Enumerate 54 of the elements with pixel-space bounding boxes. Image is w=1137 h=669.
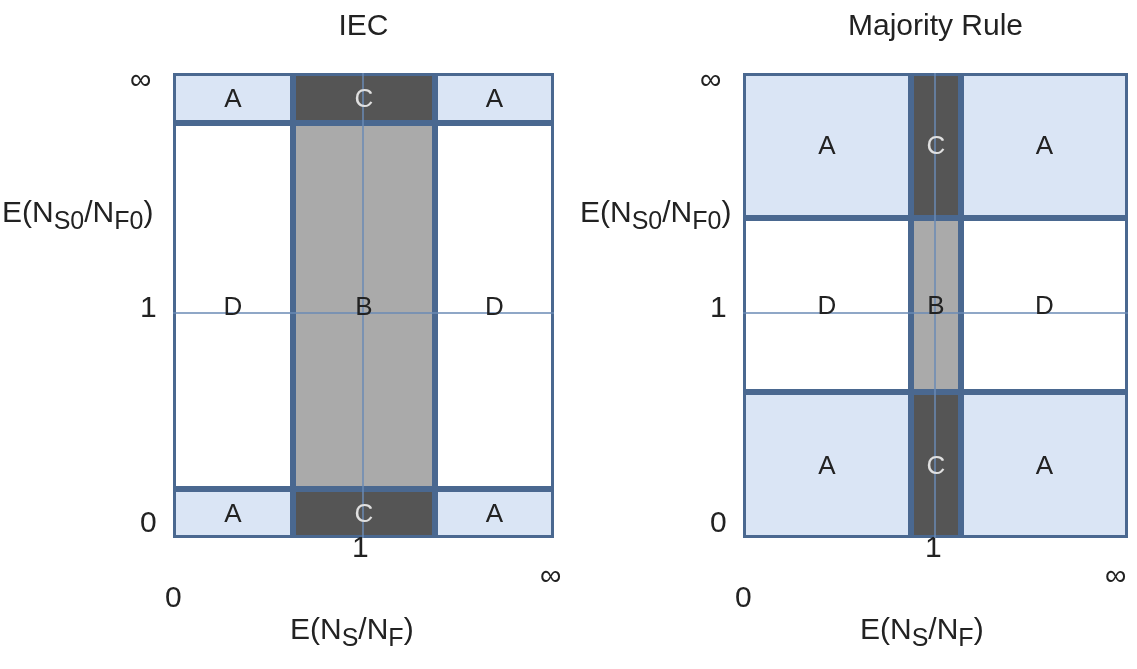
axis-title: E(N$_{S0}$/N$_{F0}$) [2, 195, 154, 235]
region-cell [293, 73, 435, 123]
axis-title: E(N$_{S}$/N$_{F}$) [290, 612, 414, 652]
region-cell [961, 218, 1128, 392]
region-letter: A [1035, 130, 1054, 161]
region-cell [435, 73, 554, 123]
region-cell [911, 218, 961, 392]
tick-label: 0 [735, 580, 752, 614]
region-cell [961, 73, 1128, 218]
region-cell [911, 392, 961, 538]
region-cell [961, 392, 1128, 538]
region-letter: B [927, 289, 945, 321]
tick-label: 1 [352, 530, 369, 564]
region-cell [293, 123, 435, 489]
region-cell [743, 218, 911, 392]
region-cell [173, 489, 293, 538]
region-letter: C [926, 449, 946, 481]
tick-label: 1 [140, 290, 157, 324]
region-letter: A [818, 130, 836, 161]
region-letter: A [1035, 449, 1054, 481]
region-letter: D [223, 290, 243, 322]
region-cell [173, 73, 293, 123]
tick-label: ∞ [130, 62, 152, 96]
region-cell [743, 392, 911, 538]
region-letter: A [818, 449, 836, 481]
region-letter: C [354, 498, 374, 529]
region-letter: C [926, 130, 946, 161]
tick-label: 0 [140, 505, 157, 539]
region-letter: C [354, 82, 374, 114]
region-letter: A [224, 82, 242, 114]
tick-label: 1 [925, 530, 942, 564]
axis-title: E(N$_{S}$/N$_{F}$) [860, 612, 984, 652]
region-letter: A [224, 498, 242, 529]
region-cell [435, 123, 554, 489]
axis-title: E(N$_{S0}$/N$_{F0}$) [580, 195, 732, 235]
region-letter: B [355, 290, 373, 322]
region-cell [911, 73, 961, 218]
region-letter: D [485, 290, 504, 322]
region-cell [435, 489, 554, 538]
region-cell [743, 73, 911, 218]
region-cell [173, 123, 293, 489]
tick-label: ∞ [1105, 558, 1127, 592]
chart-title: IEC [337, 8, 390, 42]
tick-label: 0 [165, 580, 182, 614]
tick-label: 1 [710, 290, 727, 324]
tick-label: ∞ [700, 62, 722, 96]
chart-title: Majority Rule [846, 8, 1025, 42]
region-letter: A [485, 498, 504, 529]
region-letter: D [1035, 289, 1054, 321]
region-letter: A [485, 82, 504, 114]
region-letter: D [817, 289, 837, 321]
tick-label: 0 [710, 505, 727, 539]
tick-label: ∞ [540, 558, 562, 592]
region-cell [293, 489, 435, 538]
